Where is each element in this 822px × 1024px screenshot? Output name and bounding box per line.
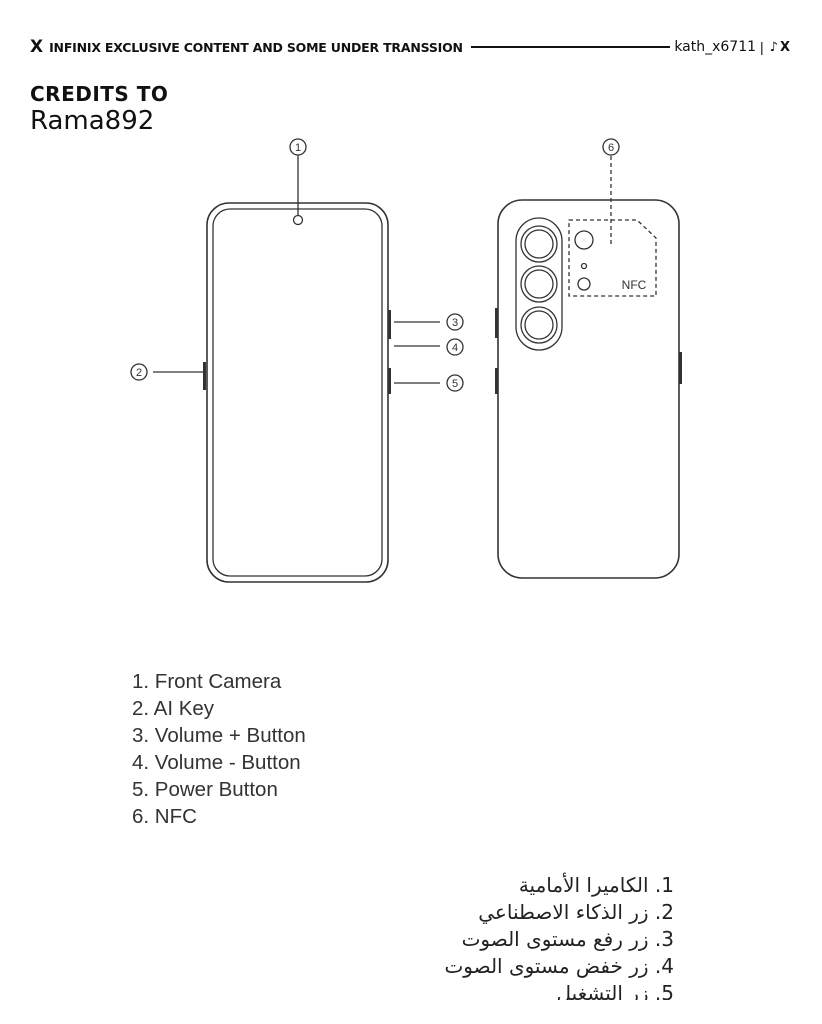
callout-6: 6 <box>608 142 614 154</box>
legend-english: 1. Front Camera 2. AI Key 3. Volume + Bu… <box>132 668 306 830</box>
callout-markers <box>130 138 620 392</box>
power-key <box>388 368 391 394</box>
tiktok-icon: ♪ <box>769 39 778 55</box>
callout-5: 5 <box>452 378 458 390</box>
header-divider <box>470 46 671 48</box>
legend-item: 5. Power Button <box>132 778 278 801</box>
phone-front-view <box>153 155 440 583</box>
legend-item: 6. NFC <box>132 805 197 828</box>
ai-key <box>203 362 206 390</box>
nfc-area <box>568 219 657 297</box>
header-title: INFINIX EXCLUSIVE CONTENT AND SOME UNDER… <box>49 39 463 55</box>
x-social-icon: X <box>779 39 790 55</box>
credits-name: Rama892 <box>30 106 155 136</box>
callout-4: 4 <box>452 342 458 354</box>
flash-icon <box>574 230 594 250</box>
author-handle: kath_x6711 <box>674 39 757 55</box>
credits-title: CREDITS TO <box>30 82 169 106</box>
legend-item-ar: 5. زر التشغيل <box>556 981 674 1000</box>
camera-module <box>515 217 563 351</box>
callout-3: 3 <box>452 317 458 329</box>
legend-item: 1. Front Camera <box>132 670 282 693</box>
legend-item-ar: 3. زر رفع مستوى الصوت <box>461 927 674 951</box>
front-camera-icon <box>292 214 304 226</box>
legend-item: 4. Volume - Button <box>132 751 301 774</box>
phone-diagram: 1 2 3 4 5 6 NFC <box>130 138 682 583</box>
legend-item: 3. Volume + Button <box>132 724 306 747</box>
callout-1: 1 <box>295 142 301 154</box>
legend-arabic: 1. الكاميرا الأمامية 2. زر الذكاء الاصطن… <box>254 872 674 1000</box>
header-bar: X INFINIX EXCLUSIVE CONTENT AND SOME UND… <box>30 36 790 58</box>
handle-separator: | <box>760 39 764 55</box>
volume-up-key <box>388 310 391 339</box>
nfc-label: NFC <box>622 278 647 292</box>
phone-back-view <box>495 156 682 579</box>
legend-item-ar: 2. زر الذكاء الاصطناعي <box>478 900 674 924</box>
legend-item: 2. AI Key <box>132 697 215 720</box>
legend-item-ar: 4. زر خفض مستوى الصوت <box>444 954 674 978</box>
callout-2: 2 <box>136 367 142 379</box>
legend-item-ar: 1. الكاميرا الأمامية <box>518 873 674 897</box>
x-logo-icon: X <box>30 36 44 57</box>
